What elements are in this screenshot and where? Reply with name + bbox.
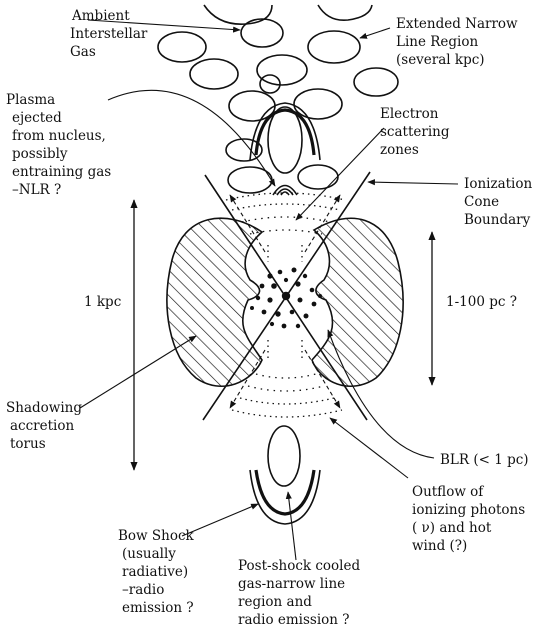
blr-cloud bbox=[262, 310, 267, 315]
blr-clouds bbox=[250, 268, 322, 329]
gas-cloud bbox=[204, 5, 272, 24]
gas-cloud bbox=[190, 59, 238, 89]
outflow-pointer bbox=[330, 418, 408, 478]
enlr-pointer bbox=[360, 28, 390, 38]
ionization-cone-label: Ionization Cone Boundary bbox=[464, 176, 537, 228]
gas-cloud bbox=[298, 165, 338, 189]
blr-cloud bbox=[271, 283, 277, 289]
gas-clouds bbox=[158, 5, 398, 193]
blr-cloud bbox=[290, 310, 295, 315]
gas-cloud bbox=[354, 68, 398, 96]
lower-bow-shock-outer bbox=[250, 470, 320, 524]
lower-plasma-blob bbox=[268, 426, 300, 486]
enlr-label: Extended Narrow Line Region (several kpc… bbox=[396, 16, 522, 68]
blr-cloud bbox=[267, 297, 272, 302]
bow-shock-label: Bow Shock (usually radiative) –radio emi… bbox=[118, 528, 198, 616]
blr-cloud bbox=[260, 284, 265, 289]
blr-cloud bbox=[295, 281, 300, 286]
gas-cloud bbox=[308, 31, 360, 63]
nucleus bbox=[282, 292, 290, 300]
blr-cloud bbox=[256, 296, 260, 300]
blr-cloud bbox=[312, 302, 317, 307]
outflow-label: Outflow of ionizing photons ( ν) and hot… bbox=[412, 484, 529, 554]
post-shock-pointer bbox=[288, 492, 296, 560]
torus-left-lobe bbox=[167, 218, 262, 386]
ambient-gas-label: Ambient Interstellar Gas bbox=[70, 8, 152, 60]
blr-cloud bbox=[275, 311, 280, 316]
upper-scatter-arc bbox=[232, 204, 340, 210]
upper-jet bbox=[250, 103, 320, 195]
ionization-cone-pointer bbox=[368, 182, 458, 184]
lower-jet bbox=[250, 426, 320, 524]
lower-bow-shock bbox=[256, 470, 314, 514]
blr-cloud bbox=[250, 306, 254, 310]
lower-scatter-arc bbox=[248, 386, 324, 391]
plasma-pointer bbox=[108, 90, 275, 186]
blr-cloud bbox=[304, 314, 309, 319]
electron-scattering-pointer bbox=[296, 128, 384, 220]
blr-cloud bbox=[282, 324, 287, 329]
blr-cloud bbox=[270, 322, 274, 326]
electron-scattering-label: Electron scattering zones bbox=[380, 106, 454, 158]
gas-cloud bbox=[241, 19, 283, 47]
blr-cloud bbox=[284, 278, 288, 282]
gas-cloud bbox=[318, 5, 372, 20]
jet-arc bbox=[281, 192, 289, 195]
hundred-pc-label: 1-100 pc ? bbox=[446, 294, 517, 310]
gas-cloud bbox=[257, 55, 307, 85]
blr-cloud bbox=[310, 288, 315, 293]
blr-cloud bbox=[292, 268, 297, 273]
one-kpc-label: 1 kpc bbox=[84, 294, 121, 310]
upper-scatter-arc bbox=[226, 193, 345, 200]
blr-label: BLR (< 1 pc) bbox=[440, 452, 529, 468]
blr-cloud bbox=[278, 270, 283, 275]
torus-pointer bbox=[80, 336, 196, 408]
gas-cloud bbox=[294, 89, 342, 119]
torus-label: Shadowing accretion torus bbox=[6, 400, 86, 452]
blr-cloud bbox=[318, 294, 322, 298]
plasma-label: Plasma ejected from nucleus, possibly en… bbox=[6, 92, 115, 198]
lower-scatter-arc bbox=[232, 410, 342, 417]
jet-arc bbox=[273, 186, 297, 196]
plasma-blob bbox=[268, 107, 302, 173]
torus-right-lobe bbox=[312, 218, 403, 386]
blr-cloud bbox=[296, 324, 300, 328]
blr-cloud bbox=[267, 273, 272, 278]
post-shock-label: Post-shock cooled gas-narrow line region… bbox=[238, 558, 364, 628]
gas-cloud bbox=[158, 32, 206, 62]
blr-cloud bbox=[298, 298, 303, 303]
blr-cloud bbox=[303, 274, 307, 278]
accretion-torus bbox=[167, 218, 403, 386]
lower-scatter-arc bbox=[240, 398, 334, 404]
upper-scatter-arc bbox=[242, 217, 330, 222]
lower-scatter-arc bbox=[256, 374, 316, 378]
